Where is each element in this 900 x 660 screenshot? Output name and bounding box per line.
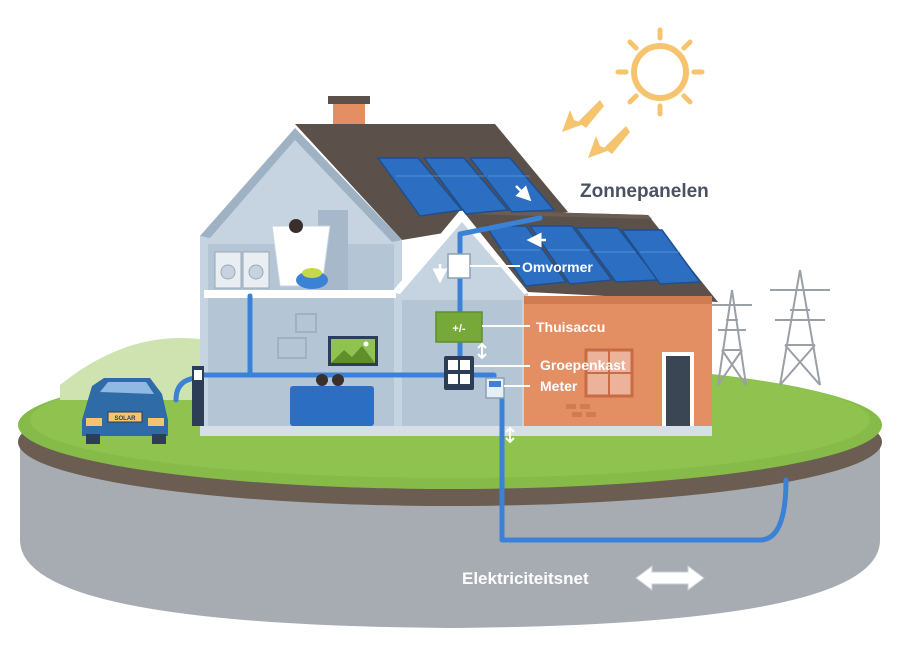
double-arrow-icon [477,342,487,360]
label-inverter: Omvormer [522,259,593,275]
label-meter: Meter [540,378,578,394]
label-grid: Elektriciteitsnet [462,569,589,588]
double-arrow-icon [505,426,515,444]
label-home-battery: Thuisaccu [536,319,605,335]
charging-post [192,366,204,426]
arrow-icon [432,185,546,284]
power-pylon-icon [712,269,830,386]
fuse-box [444,356,530,390]
double-arrow-icon [635,565,705,591]
car-icon: SOLAR [82,378,168,444]
solar-panels [376,157,702,287]
license-plate: SOLAR [115,416,137,422]
battery-symbol: +/- [452,323,465,335]
sofa [290,374,374,426]
washing-machine-icon [214,251,270,289]
label-fuse-box: Groepenkast [540,357,626,373]
wall-frames [277,313,317,359]
sun-icon [615,27,705,117]
sunlight-arrows [562,98,630,158]
meter [485,377,530,399]
inverter-unit [447,253,520,279]
home-battery: +/- [435,311,530,343]
laundry-person [271,219,331,289]
label-solar-panels: Zonnepanelen [580,181,709,202]
tv-icon [328,336,378,366]
